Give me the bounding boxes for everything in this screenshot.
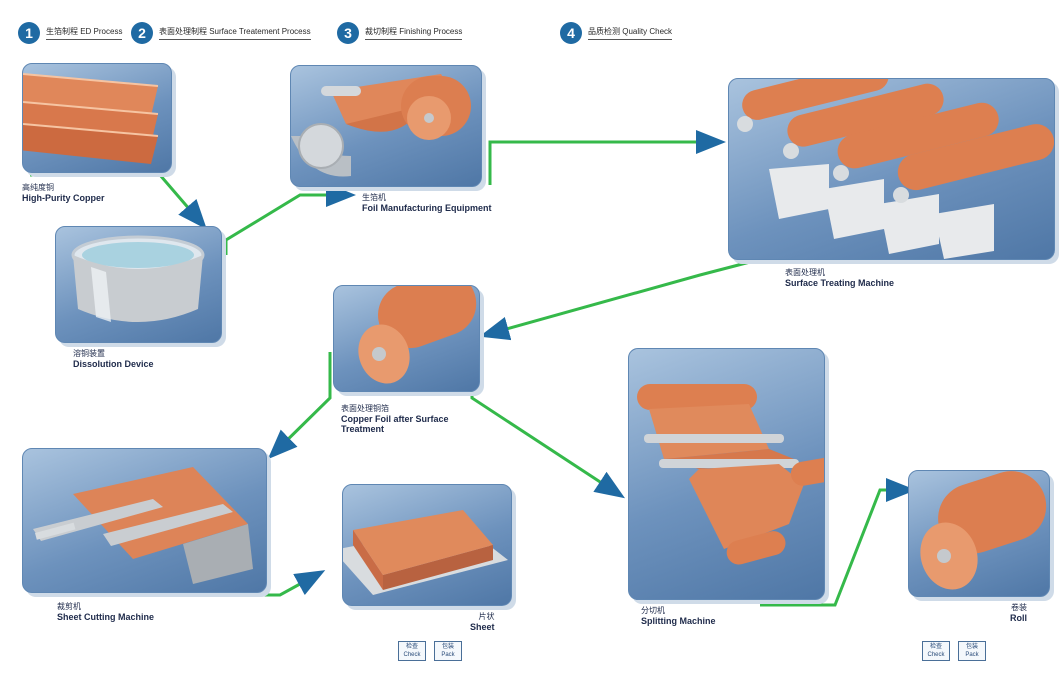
label-surface-treating: 表面处理机 Surface Treating Machine	[785, 268, 894, 288]
splitting-machine-image	[637, 384, 824, 565]
label-en: Splitting Machine	[641, 616, 716, 626]
check-button[interactable]: 检查 Check	[398, 641, 426, 661]
dissolution-tank-image	[71, 235, 205, 322]
label-sheet: 片状 Sheet	[470, 612, 495, 632]
step-title: 表面处理制程 Surface Treatement Process	[159, 26, 311, 40]
pack-button[interactable]: 包装 Pack	[958, 641, 986, 661]
label-en: Roll	[1010, 613, 1027, 623]
step-3: 3 裁切制程 Finishing Process	[337, 22, 463, 44]
panel-splitting	[628, 348, 825, 600]
label-high-purity-copper: 高纯度铜 High-Purity Copper	[22, 183, 105, 203]
panel-foil-equipment	[290, 65, 482, 187]
label-en: Sheet Cutting Machine	[57, 612, 155, 622]
label-en: High-Purity Copper	[22, 193, 105, 203]
label-en-line1: Copper Foil after Surface	[341, 414, 449, 424]
label-en-line2: Treatment	[341, 424, 385, 434]
arrow-cutting-to-sheet	[170, 570, 326, 597]
label-en: Sheet	[470, 622, 495, 632]
panel-high-purity-copper	[22, 63, 172, 173]
arrow-foil-after-to-splitting	[470, 382, 626, 499]
label-zh: 溶铜装置	[73, 349, 105, 358]
label-en: Surface Treating Machine	[785, 278, 895, 288]
label-zh: 片状	[478, 612, 495, 621]
check-button[interactable]: 检查 Check	[922, 641, 950, 661]
step-title: 品质检测 Quality Check	[588, 26, 673, 40]
step-number: 3	[337, 22, 359, 44]
button-zh: 检查	[405, 644, 418, 650]
panel-roll	[908, 470, 1050, 597]
step-number: 1	[18, 22, 40, 44]
step-number: 4	[560, 22, 582, 44]
arrow-copper-to-dissolution	[30, 173, 207, 230]
sheet-cutting-image	[33, 467, 253, 584]
step-1: 1 生箔制程 ED Process	[18, 22, 123, 44]
label-en: Dissolution Device	[73, 359, 154, 369]
panel-copper-foil-after	[333, 285, 480, 392]
label-copper-foil-after: 表面处理铜箔 Copper Foil after Surface Treatme…	[341, 404, 449, 434]
arrow-dissolution-to-foil	[224, 183, 356, 255]
button-zh: 包装	[965, 644, 978, 650]
foil-machine-image	[291, 74, 471, 177]
panel-sheet	[342, 484, 512, 606]
label-zh: 裁剪机	[57, 602, 81, 611]
arrow-foil-to-surface	[488, 130, 726, 185]
step-4: 4 品质检测 Quality Check	[560, 22, 673, 44]
label-zh: 分切机	[641, 606, 665, 615]
label-foil-equipment: 生箔机 Foil Manufacturing Equipment	[362, 193, 492, 213]
label-zh: 表面处理铜箔	[341, 404, 389, 413]
label-sheet-cutting: 裁剪机 Sheet Cutting Machine	[57, 602, 154, 622]
arrow-foil-after-to-cutting	[267, 352, 332, 460]
copper-sheet-image	[343, 510, 508, 595]
pack-button[interactable]: 包装 Pack	[434, 641, 462, 661]
arrow-surface-to-foil-after	[479, 260, 751, 341]
step-2: 2 表面处理制程 Surface Treatement Process	[131, 22, 311, 44]
panel-dissolution-device	[55, 226, 222, 343]
button-zh: 检查	[929, 644, 942, 650]
label-zh: 卷装	[1011, 603, 1027, 612]
copper-roll-image	[920, 471, 1047, 590]
label-zh: 高纯度铜	[22, 183, 54, 192]
step-title: 生箔制程 ED Process	[46, 26, 123, 40]
label-zh: 生箔机	[362, 193, 386, 202]
surface-treating-image	[737, 79, 1054, 259]
button-en: Check	[927, 652, 945, 658]
label-splitting: 分切机 Splitting Machine	[641, 606, 716, 626]
label-dissolution-device: 溶铜装置 Dissolution Device	[73, 349, 154, 369]
copper-sheets-image	[23, 73, 159, 164]
step-number: 2	[131, 22, 153, 44]
button-en: Check	[403, 652, 421, 658]
label-en: Foil Manufacturing Equipment	[362, 203, 492, 213]
button-en: Pack	[965, 652, 979, 658]
button-zh: 包装	[441, 644, 454, 650]
panel-surface-treating	[728, 78, 1055, 260]
label-zh: 表面处理机	[785, 268, 825, 277]
step-title: 裁切制程 Finishing Process	[365, 26, 463, 40]
button-en: Pack	[441, 652, 455, 658]
copper-roll-image	[358, 286, 477, 384]
label-roll: 卷装 Roll	[1010, 603, 1027, 623]
arrow-splitting-to-roll	[760, 478, 916, 607]
panel-sheet-cutting	[22, 448, 267, 593]
